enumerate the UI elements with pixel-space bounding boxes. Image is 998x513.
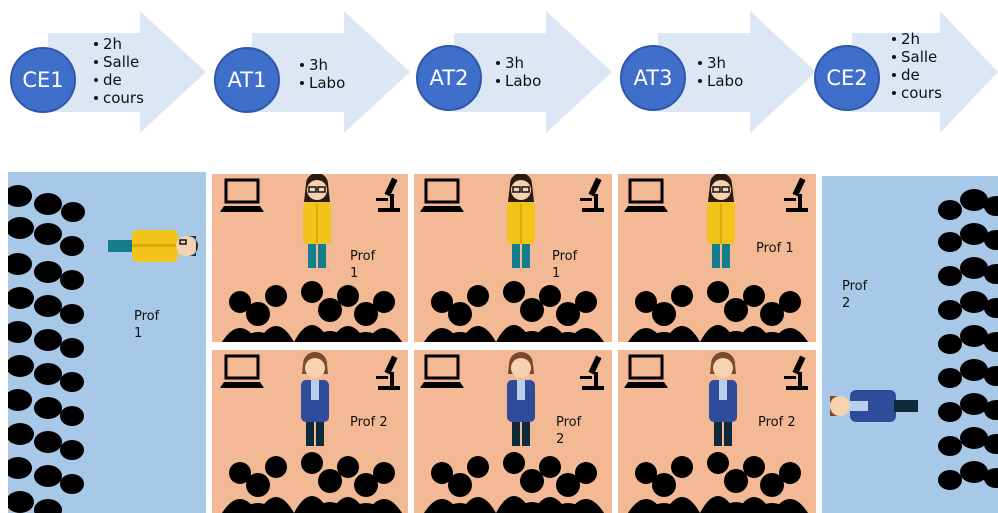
step-circle: CE1 bbox=[10, 47, 76, 113]
prof-label: Prof 1 bbox=[134, 309, 160, 341]
step-circle: AT2 bbox=[416, 45, 482, 111]
prof-label: Prof 1 bbox=[756, 241, 794, 256]
ce1-classroom-panel: Prof 1 bbox=[8, 172, 206, 513]
prof-label: Prof 1 bbox=[350, 249, 376, 281]
at2-lab-prof2-panel: Prof 2 bbox=[414, 350, 612, 513]
prof-label: Prof 2 bbox=[842, 279, 868, 311]
laptop-icon bbox=[420, 178, 464, 212]
detail-line-continued: cours bbox=[94, 89, 144, 107]
step-details: 2h Salle de cours bbox=[94, 35, 144, 107]
at1-lab-prof1-panel: Prof 1 bbox=[212, 174, 408, 342]
laptop-icon bbox=[220, 178, 264, 212]
step-circle: CE2 bbox=[814, 45, 880, 111]
detail-line: 3h bbox=[698, 54, 743, 72]
detail-line: 3h bbox=[496, 54, 541, 72]
at3-lab-prof1-panel: Prof 1 bbox=[618, 174, 816, 342]
students-row-icon bbox=[222, 281, 402, 342]
chevron-arrow-shape bbox=[48, 11, 206, 133]
step-code: AT2 bbox=[429, 66, 469, 90]
detail-line: Labo bbox=[698, 72, 743, 90]
microscope-icon bbox=[784, 355, 808, 390]
detail-line: 2h bbox=[892, 30, 942, 48]
microscope-icon bbox=[376, 177, 400, 212]
microscope-icon bbox=[784, 177, 808, 212]
students-row-icon bbox=[222, 452, 402, 513]
detail-line: 3h bbox=[300, 56, 345, 74]
at3-lab-prof2-panel: Prof 2 bbox=[618, 350, 816, 513]
chevron-arrow-shape bbox=[658, 11, 816, 133]
step-details: 3h Labo bbox=[496, 54, 541, 90]
prof-label: Prof 2 bbox=[350, 415, 388, 430]
at2-lab-prof1-panel: Prof 1 bbox=[414, 174, 612, 342]
laptop-icon bbox=[624, 178, 668, 212]
step-at1: AT1 3h Labo bbox=[212, 0, 412, 148]
teacher-prof2-icon bbox=[301, 352, 329, 446]
laptop-icon bbox=[220, 354, 264, 388]
step-circle: AT3 bbox=[620, 45, 686, 111]
laptop-icon bbox=[624, 354, 668, 388]
teacher-prof1-icon bbox=[108, 230, 198, 262]
step-at3: AT3 3h Labo bbox=[618, 0, 818, 148]
detail-line-continued: de bbox=[892, 66, 942, 84]
students-row-icon bbox=[628, 452, 808, 513]
step-code: AT1 bbox=[227, 68, 267, 92]
step-details: 2h Salle de cours bbox=[892, 30, 942, 102]
detail-line: Labo bbox=[300, 74, 345, 92]
microscope-icon bbox=[376, 355, 400, 390]
detail-line: Salle bbox=[94, 53, 144, 71]
ce2-classroom-panel: Prof 2 bbox=[822, 176, 998, 513]
detail-line-continued: de bbox=[94, 71, 144, 89]
step-code: CE1 bbox=[22, 68, 64, 92]
microscope-icon bbox=[580, 177, 604, 212]
students-column-icon bbox=[938, 189, 998, 490]
prof-label: Prof 2 bbox=[556, 415, 582, 447]
prof-label: Prof 2 bbox=[758, 415, 796, 430]
step-circle: AT1 bbox=[214, 47, 280, 113]
teacher-prof1-icon bbox=[707, 174, 735, 268]
step-ce1: CE1 2h Salle de cours bbox=[8, 0, 208, 148]
detail-line-continued: cours bbox=[892, 84, 942, 102]
chevron-arrow-shape bbox=[852, 11, 998, 133]
step-details: 3h Labo bbox=[300, 56, 345, 92]
teacher-prof2-icon bbox=[507, 352, 535, 446]
detail-line: Salle bbox=[892, 48, 942, 66]
step-code: AT3 bbox=[633, 66, 673, 90]
detail-line: Labo bbox=[496, 72, 541, 90]
at1-lab-prof2-panel: Prof 2 bbox=[212, 350, 408, 513]
chevron-arrow-shape bbox=[252, 11, 410, 133]
step-code: CE2 bbox=[826, 66, 868, 90]
teacher-prof2-icon bbox=[830, 390, 918, 422]
prof-label: Prof 1 bbox=[552, 249, 578, 281]
step-details: 3h Labo bbox=[698, 54, 743, 90]
step-ce2: CE2 2h Salle de cours bbox=[812, 0, 998, 148]
students-row-icon bbox=[628, 281, 808, 342]
students-row-icon bbox=[424, 281, 604, 342]
teacher-prof1-icon bbox=[507, 174, 535, 268]
detail-line: 2h bbox=[94, 35, 144, 53]
chevron-arrow-shape bbox=[454, 11, 612, 133]
students-column-icon bbox=[8, 185, 85, 513]
laptop-icon bbox=[420, 354, 464, 388]
step-at2: AT2 3h Labo bbox=[414, 0, 614, 148]
teacher-prof2-icon bbox=[709, 352, 737, 446]
students-row-icon bbox=[424, 452, 604, 513]
teacher-prof1-icon bbox=[303, 174, 331, 268]
microscope-icon bbox=[580, 355, 604, 390]
